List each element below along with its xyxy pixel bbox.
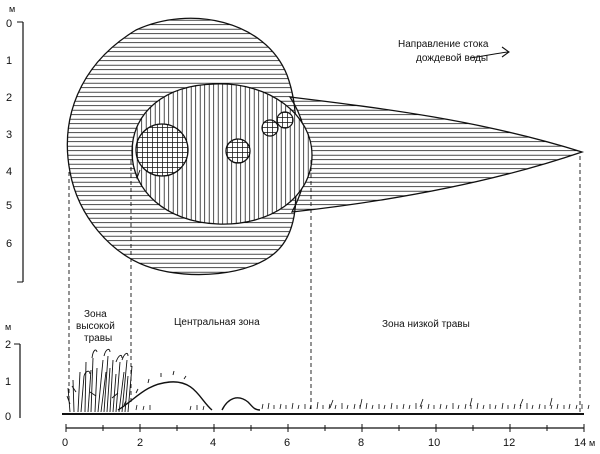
distance-axis: 0 2 4 6 8 10 12 14 м (62, 424, 595, 449)
x-tick-14: 14 (574, 437, 586, 449)
height-axis-unit: м (5, 322, 11, 332)
profile-view: м 2 1 0 Зона высокой травы Центральная з… (5, 309, 595, 449)
x-tick-2: 2 (137, 437, 143, 449)
height-tick-0: 0 (5, 411, 11, 423)
terrain-mound-large (117, 381, 261, 411)
depth-tick-5: 5 (6, 200, 12, 212)
flow-arrow-icon (469, 46, 510, 59)
plan-view (66, 17, 585, 276)
depth-axis: м 0 1 2 3 4 5 6 (6, 4, 24, 283)
zone-high-grass-line1: Зона (84, 309, 107, 320)
zone-high-grass-line3: травы (84, 333, 112, 344)
low-grass-zone-tail (288, 96, 585, 213)
depth-tick-1: 1 (6, 55, 12, 67)
short-grass (135, 397, 590, 411)
x-tick-8: 8 (358, 437, 364, 449)
flow-direction: Направление стока дождевой воды (398, 39, 510, 64)
zone-high-grass-line2: высокой (76, 321, 115, 332)
x-tick-0: 0 (62, 437, 68, 449)
small-mark-left (133, 167, 141, 180)
height-tick-1: 1 (5, 376, 11, 388)
depth-tick-4: 4 (6, 166, 12, 178)
height-tick-2: 2 (5, 339, 11, 351)
x-tick-4: 4 (210, 437, 216, 449)
x-tick-6: 6 (284, 437, 290, 449)
x-tick-12: 12 (503, 437, 515, 449)
flow-label-line2: дождевой воды (416, 53, 488, 64)
depth-tick-3: 3 (6, 129, 12, 141)
x-tick-10: 10 (428, 437, 440, 449)
tall-grass (66, 348, 133, 413)
depth-tick-0: 0 (6, 18, 12, 30)
flow-label-line1: Направление стока (398, 39, 489, 50)
depth-tick-6: 6 (6, 238, 12, 250)
depth-axis-unit: м (9, 4, 15, 14)
zone-central-label: Центральная зона (174, 317, 260, 328)
depth-tick-2: 2 (6, 92, 12, 104)
zone-low-grass-label: Зона низкой травы (382, 319, 470, 330)
projection-lines (68, 156, 581, 412)
x-axis-unit: м (589, 438, 595, 448)
